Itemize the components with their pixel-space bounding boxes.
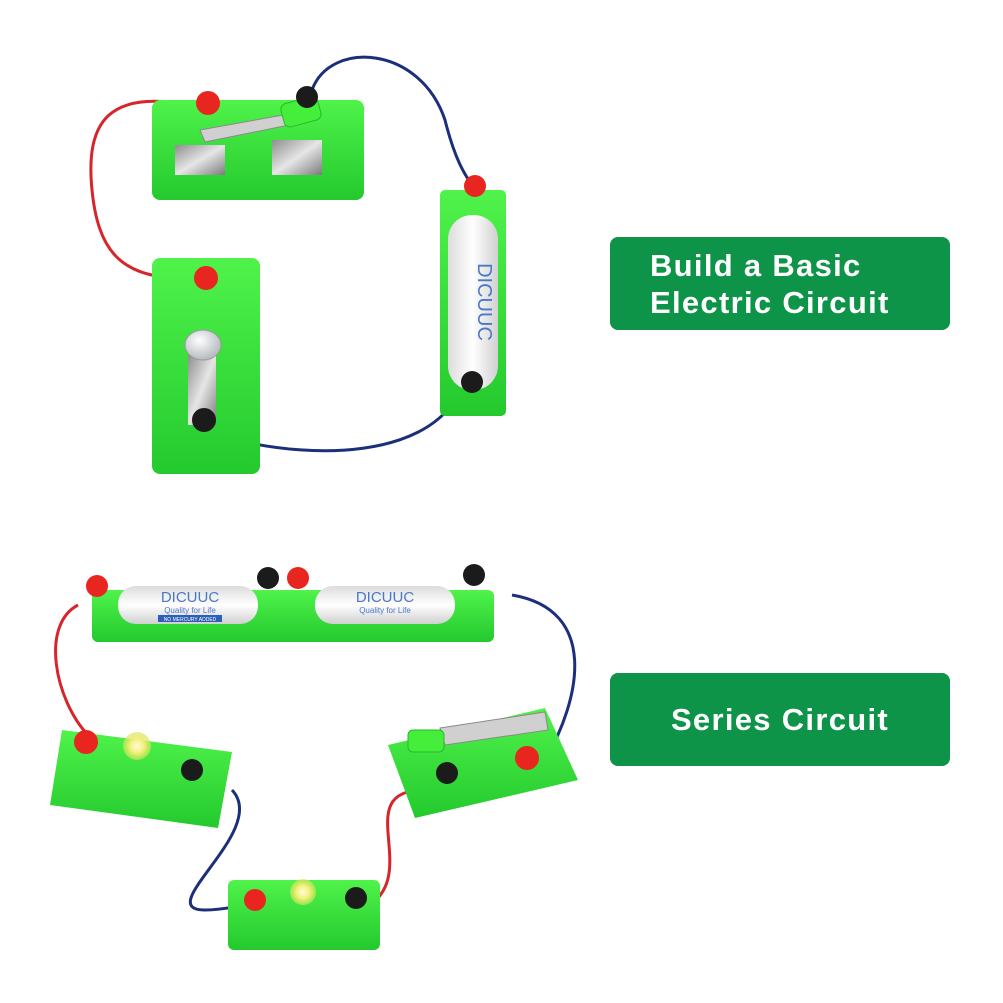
bulb-board	[152, 258, 260, 474]
blue-wire	[310, 55, 474, 186]
battery-brand-text: DICUUC	[473, 263, 495, 341]
series-circuit-label-text: Series Circuit	[670, 701, 890, 737]
red-wire	[369, 788, 426, 907]
double-battery-holder: DICUUC Quality for Life NO MERCURY ADDED…	[86, 564, 494, 642]
battery-brand-text: DICUUC	[356, 589, 414, 606]
blue-wire	[235, 399, 457, 453]
battery-slogan-text: Quality for Life	[359, 606, 411, 615]
switch-board	[152, 86, 364, 200]
lit-bulb-board	[228, 879, 380, 950]
battery-strip-text: NO MERCURY ADDED	[164, 617, 217, 623]
switch-board	[388, 708, 578, 818]
red-wire	[89, 99, 191, 280]
battery-slogan-text: Quality for Life	[164, 606, 216, 615]
basic-circuit-label-text: Build a Basic Electric Circuit	[650, 247, 890, 320]
series-circuit-label: Series Circuit	[610, 673, 950, 766]
battery-holder: DICUUC	[440, 175, 506, 416]
basic-circuit-label: Build a Basic Electric Circuit	[610, 237, 950, 330]
lit-bulb-board	[50, 730, 232, 828]
red-wire	[54, 603, 90, 737]
battery-brand-text: DICUUC	[161, 589, 219, 606]
